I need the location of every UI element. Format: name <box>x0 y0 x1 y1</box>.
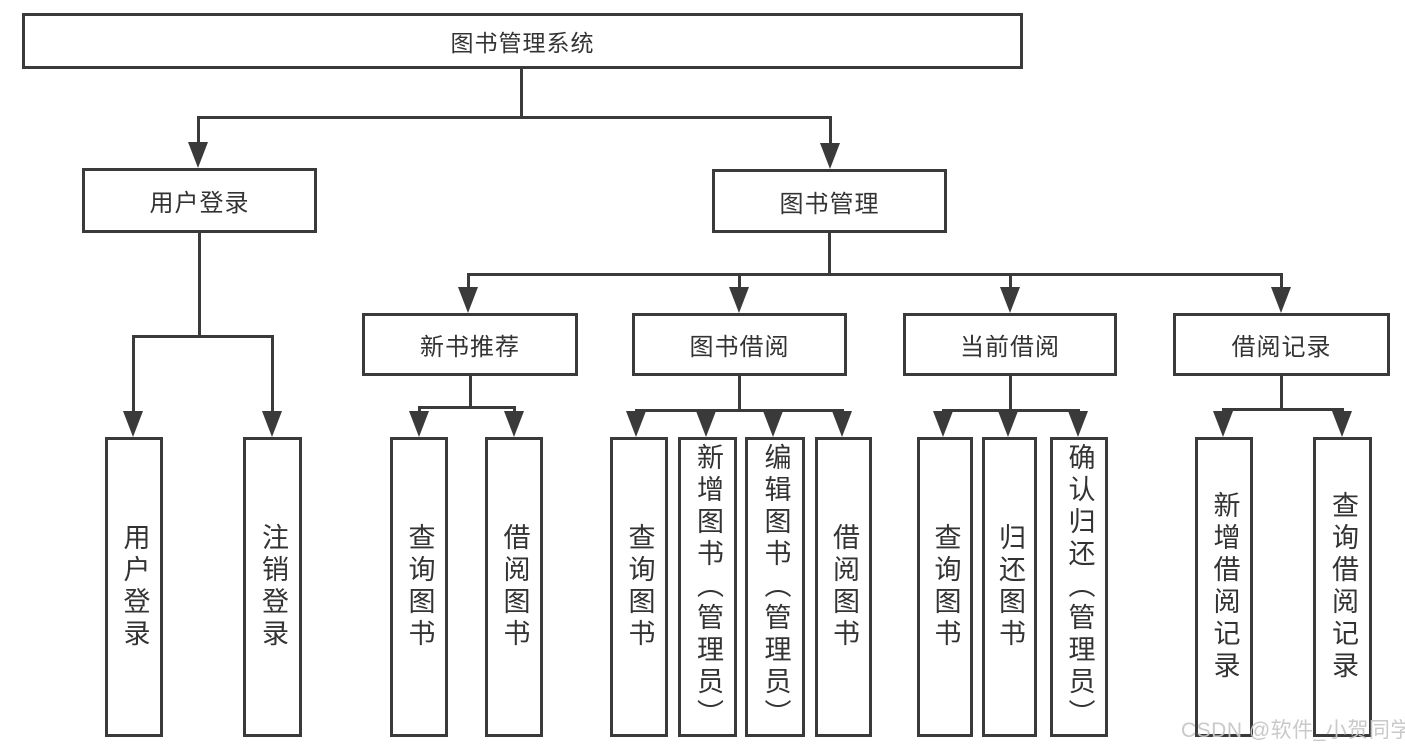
arrow-down-icon <box>933 411 953 437</box>
leaf-label: 用户登录 <box>119 523 150 651</box>
connector-line <box>1222 408 1343 411</box>
arrow-down-icon <box>763 411 783 437</box>
connector-line <box>467 273 1283 276</box>
leaf-label: 归还图书 <box>995 523 1025 651</box>
arrow-down-icon <box>626 411 646 437</box>
connector-line <box>1280 376 1283 408</box>
arrow-down-icon <box>1000 287 1020 313</box>
leaf-query-borrow-record: 查询借阅记录 <box>1313 437 1372 737</box>
leaf-label: 查询借阅记录 <box>1328 491 1358 683</box>
connector-line <box>738 273 741 295</box>
node-label: 用户登录 <box>149 190 250 217</box>
connector-line <box>197 116 831 119</box>
connector-line <box>197 116 200 148</box>
leaf-label: 新增借阅记录 <box>1209 491 1240 683</box>
arrow-down-icon <box>998 411 1018 437</box>
node-label: 当前借阅 <box>960 334 1060 361</box>
leaf-label: 新增图书（管理员） <box>693 443 723 731</box>
connector-line <box>635 409 843 412</box>
node-borrow-records: 借阅记录 <box>1173 313 1390 376</box>
node-current-borrow: 当前借阅 <box>903 313 1117 376</box>
arrow-down-icon <box>729 287 749 313</box>
connector-line <box>198 233 201 335</box>
leaf-label: 查询图书 <box>624 523 655 651</box>
connector-line <box>828 233 831 273</box>
leaf-label: 编辑图书（管理员） <box>760 443 791 731</box>
arrow-down-icon <box>832 411 852 437</box>
leaf-logout: 注销登录 <box>243 437 302 737</box>
leaf-label: 确认归还（管理员） <box>1064 443 1095 731</box>
leaf-query-books-recommend: 查询图书 <box>390 437 448 737</box>
connector-line <box>418 406 516 409</box>
node-label: 图书管理 <box>779 190 880 218</box>
leaf-label: 查询图书 <box>404 523 435 651</box>
arrow-down-icon <box>1068 411 1088 437</box>
leaf-return-books: 归还图书 <box>982 437 1037 737</box>
connector-line <box>1009 273 1012 295</box>
leaf-confirm-return-admin: 确认归还（管理员） <box>1050 437 1108 737</box>
node-new-book-recommend: 新书推荐 <box>362 313 578 376</box>
arrow-down-icon <box>1213 411 1233 437</box>
node-user-login: 用户登录 <box>82 168 317 233</box>
arrow-down-icon <box>188 142 208 168</box>
node-label: 借阅记录 <box>1231 334 1332 361</box>
leaf-borrow-books-recommend: 借阅图书 <box>485 437 543 737</box>
leaf-user-login: 用户登录 <box>105 437 163 737</box>
arrow-down-icon <box>123 411 143 437</box>
node-label: 新书推荐 <box>420 334 520 361</box>
csdn-watermark: CSDN @软件_小贺同学 <box>1181 719 1405 742</box>
node-label: 图书借阅 <box>689 334 790 361</box>
leaf-add-borrow-record: 新增借阅记录 <box>1195 437 1253 737</box>
connector-line <box>467 273 470 295</box>
connector-line <box>738 376 741 409</box>
leaf-add-books-admin: 新增图书（管理员） <box>678 437 737 737</box>
leaf-label: 查询图书 <box>930 523 961 651</box>
leaf-label: 借阅图书 <box>499 523 530 651</box>
leaf-edit-books-admin: 编辑图书（管理员） <box>745 437 805 737</box>
leaf-label: 借阅图书 <box>829 523 859 651</box>
arrow-down-icon <box>409 411 429 437</box>
node-book-management: 图书管理 <box>712 169 947 233</box>
node-root-system: 图书管理系统 <box>22 13 1023 69</box>
leaf-query-books-current: 查询图书 <box>917 437 973 737</box>
arrow-down-icon <box>262 411 282 437</box>
connector-line <box>520 69 523 116</box>
arrow-down-icon <box>458 287 478 313</box>
leaf-borrow-books: 借阅图书 <box>815 437 872 737</box>
connector-line <box>469 376 472 406</box>
connector-line <box>132 335 135 417</box>
connector-line <box>1280 273 1283 295</box>
leaf-label: 注销登录 <box>258 523 288 651</box>
connector-line <box>132 335 274 338</box>
arrow-down-icon <box>1332 411 1352 437</box>
arrow-down-icon <box>504 411 524 437</box>
arrow-down-icon <box>696 411 716 437</box>
connector-line <box>942 409 1079 412</box>
connector-line <box>271 335 274 417</box>
arrow-down-icon <box>820 143 840 169</box>
connector-line <box>1009 376 1012 409</box>
node-book-borrow: 图书借阅 <box>632 313 847 376</box>
connector-line <box>829 116 832 149</box>
node-label: 图书管理系统 <box>450 30 595 56</box>
leaf-query-books-borrow: 查询图书 <box>610 437 668 737</box>
arrow-down-icon <box>1271 287 1291 313</box>
